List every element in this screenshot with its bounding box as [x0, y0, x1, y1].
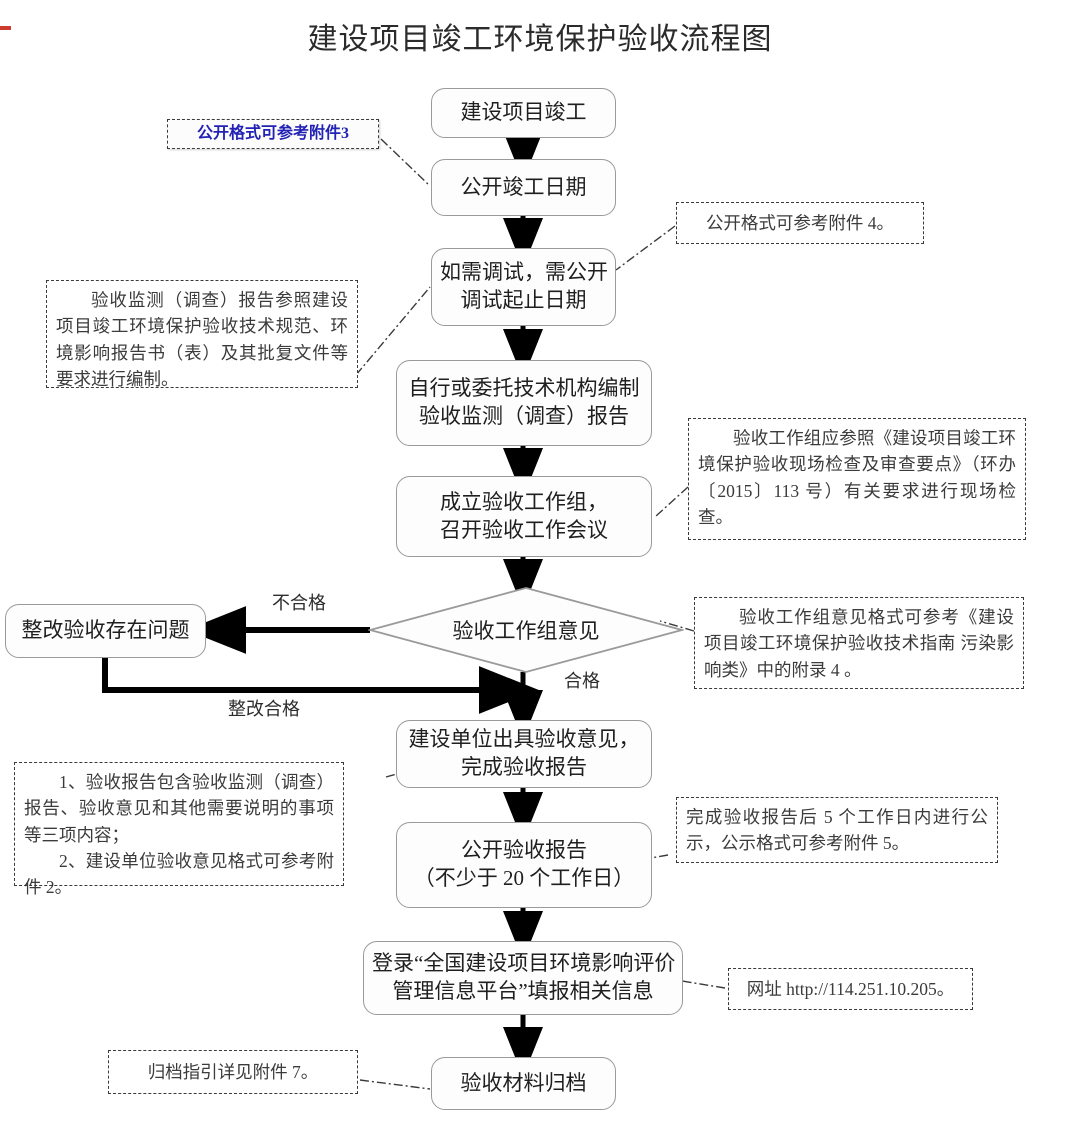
node-label-line2: 验收监测（调查）报告: [419, 404, 629, 428]
scan-corner-mark: [0, 26, 11, 30]
note-website: 网址 http://114.251.10.205。: [728, 968, 973, 1010]
note-publicity: 完成验收报告后 5 个工作日内进行公示，公示格式可参考附件 5。: [676, 797, 998, 863]
note-text: 网址 http://114.251.10.205。: [746, 978, 955, 999]
node-label-line1: 成立验收工作组，: [440, 489, 608, 514]
note-text: 完成验收报告后 5 个工作日内进行公示，公示格式可参考附件 5。: [686, 807, 988, 854]
diamond-shape: [368, 587, 684, 673]
note-text: 验收工作组意见格式可参考《建设项目竣工环境保护验收技术指南 污染影响类》中的附录…: [704, 607, 1014, 680]
note-report-content: 1、验收报告包含验收监测（调查）报告、验收意见和其他需要说明的事项等三项内容； …: [14, 762, 344, 897]
node-label-line2: 管理信息平台”填报相关信息: [392, 979, 654, 1003]
note-workgroup-inspection: 验收工作组应参照《建设项目竣工环境保护验收现场检查及审查要点》（环办〔2015〕…: [688, 418, 1026, 540]
node-label-line1: 建设单位出具验收意见，: [408, 727, 640, 752]
node-label-line1: 如需调试，需公开: [440, 260, 608, 285]
note-archive-guide: 归档指引详见附件 7。: [108, 1050, 358, 1094]
note-attachment4: 公开格式可参考附件 4。: [676, 202, 924, 244]
node-form-workgroup[interactable]: 成立验收工作组， 召开验收工作会议: [396, 476, 652, 557]
node-project-completion[interactable]: 建设项目竣工: [431, 88, 616, 138]
note-attachment3: 公开格式可参考附件3: [167, 119, 379, 149]
node-publish-acceptance-report[interactable]: 公开验收报告 （不少于 20 个工作日）: [396, 822, 652, 908]
note-text: 验收工作组应参照《建设项目竣工环境保护验收现场检查及审查要点》（环办〔2015〕…: [698, 428, 1016, 527]
note-text: 公开格式可参考附件3: [196, 125, 349, 142]
node-prepare-acceptance-report[interactable]: 自行或委托技术机构编制 验收监测（调查）报告: [396, 360, 652, 446]
note-text: 归档指引详见附件 7。: [147, 1061, 319, 1082]
node-login-platform[interactable]: 登录“全国建设项目环境影响评价 管理信息平台”填报相关信息: [363, 941, 683, 1015]
node-label: 整改验收存在问题: [21, 618, 190, 643]
node-label: 建设项目竣工: [460, 100, 587, 125]
note-text-item1: 1、验收报告包含验收监测（调查）报告、验收意见和其他需要说明的事项等三项内容；: [24, 772, 334, 845]
node-label-line2: 完成验收报告: [461, 755, 587, 779]
note-text-item2: 2、建设单位验收意见格式可参考附件 2。: [24, 850, 334, 897]
note-opinion-format: 验收工作组意见格式可参考《建设项目竣工环境保护验收技术指南 污染影响类》中的附录…: [694, 597, 1024, 689]
node-label-line2: 调试起止日期: [460, 288, 587, 312]
node-label-line1: 自行或委托技术机构编制: [408, 376, 640, 401]
node-label: 验收材料归档: [460, 1070, 587, 1095]
node-rectify-issues[interactable]: 整改验收存在问题: [5, 604, 206, 658]
node-label-line1: 公开验收报告: [461, 838, 587, 863]
node-label: 公开竣工日期: [460, 174, 587, 199]
note-report-basis: 验收监测（调查）报告参照建设项目竣工环境保护验收技术规范、环境影响报告书（表）及…: [46, 280, 358, 389]
decision-workgroup-opinion[interactable]: 验收工作组意见: [368, 586, 684, 674]
node-commissioning-dates[interactable]: 如需调试，需公开 调试起止日期: [431, 248, 616, 326]
page-title: 建设项目竣工环境保护验收流程图: [307, 23, 773, 56]
edge-label-fail: 不合格: [272, 593, 326, 613]
edge-label-pass: 合格: [564, 671, 600, 691]
node-label-line1: 登录“全国建设项目环境影响评价: [372, 951, 676, 976]
node-archive-materials[interactable]: 验收材料归档: [431, 1057, 616, 1110]
node-label-line2: 召开验收工作会议: [440, 517, 608, 542]
node-publish-completion-date[interactable]: 公开竣工日期: [431, 159, 616, 216]
node-label-line2: （不少于 20 个工作日）: [413, 866, 635, 890]
node-issue-acceptance-opinion[interactable]: 建设单位出具验收意见， 完成验收报告: [396, 720, 652, 788]
note-text: 公开格式可参考附件 4。: [705, 212, 895, 233]
note-text: 验收监测（调查）报告参照建设项目竣工环境保护验收技术规范、环境影响报告书（表）及…: [56, 290, 348, 389]
edge-label-rework-pass: 整改合格: [228, 699, 300, 719]
